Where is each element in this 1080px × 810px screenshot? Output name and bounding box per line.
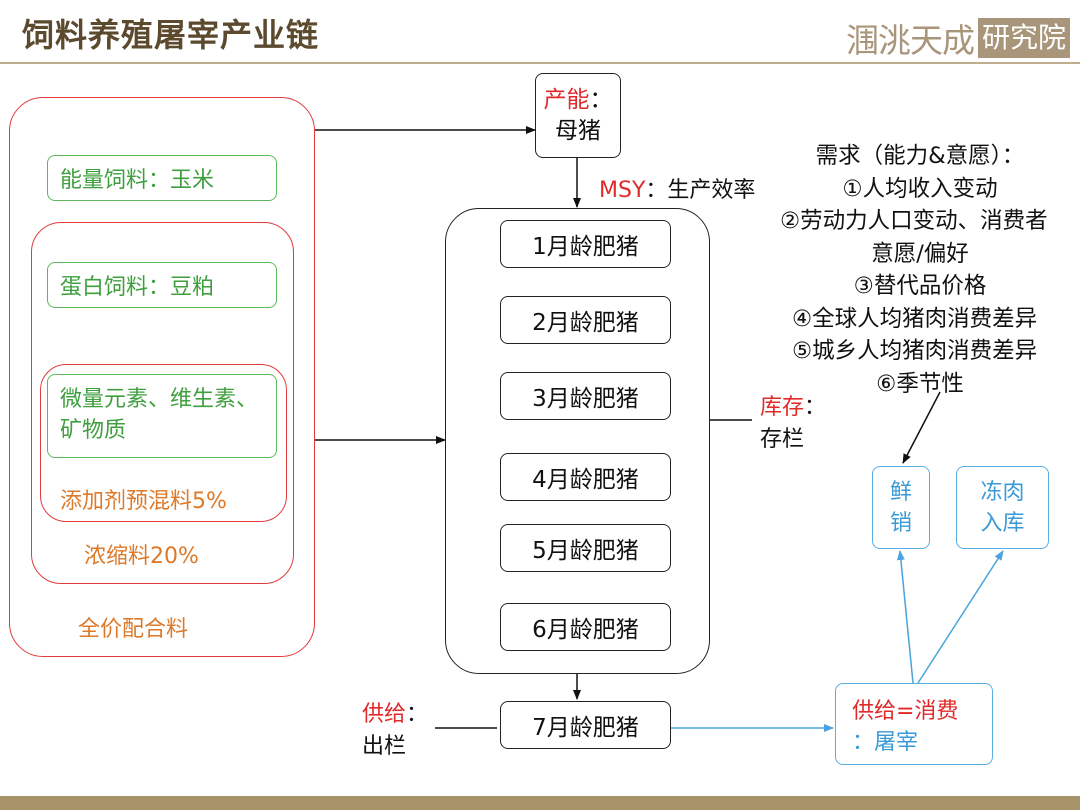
demand-item-4: ④全球人均猪肉消费差异 — [792, 305, 1038, 332]
demand-item-5: ⑤城乡人均猪肉消费差异 — [792, 338, 1038, 364]
inventory-value: 存栏 — [760, 427, 805, 452]
arrow-balance-to-fresh — [896, 550, 914, 684]
demand-factors: 需求（能力&意愿）： ①人均收入变动 ②劳动力人口变动、消费者 意愿/偏好 ③替… — [760, 140, 1080, 400]
fresh-line1: 鲜 — [889, 479, 912, 505]
premix-box — [40, 364, 287, 522]
capacity-value: 母猪 — [555, 117, 601, 144]
frozen-storage-box: 冻肉 入库 — [956, 466, 1049, 549]
footer-bar — [0, 796, 1080, 810]
inventory-text: 库存： 存栏 — [760, 392, 826, 456]
concentrate-label: 浓缩料20% — [84, 544, 199, 569]
capacity-box: 产能： 母猪 — [535, 73, 621, 158]
capacity-line: 产能： — [544, 85, 613, 116]
msy-label: MSY — [599, 178, 646, 203]
complete-feed-box — [9, 97, 315, 657]
concentrate-box — [31, 222, 294, 584]
supply-line: 供给： — [362, 699, 428, 731]
inventory-label: 库存 — [760, 395, 805, 420]
premix-label: 添加剂预混料5% — [60, 489, 227, 514]
balance-line2: ：屠宰 — [852, 730, 919, 755]
micro-elements-box: 微量元素、维生素、矿物质 — [47, 374, 277, 458]
protein-feed-box: 蛋白饲料：豆粕 — [47, 262, 277, 308]
arrow-balance-to-frozen — [917, 550, 1004, 684]
fresh-sale-box: 鲜 销 — [872, 466, 930, 549]
arrow-demand-to-fresh — [902, 391, 941, 464]
supply-value: 出栏 — [362, 734, 407, 759]
pig-stage-4: 4月龄肥猪 — [500, 453, 671, 501]
inventory-colon: ： — [804, 395, 827, 420]
pig-stage-7: 7月龄肥猪 — [500, 701, 671, 749]
capacity-label: 产能 — [543, 86, 590, 113]
inventory-line: 库存： — [760, 392, 826, 424]
complete-feed-label: 全价配合料 — [78, 617, 189, 642]
supply-colon: ： — [406, 702, 429, 727]
demand-item-2b: 意愿/偏好 — [871, 240, 969, 267]
supply-consumption-box: 供给=消费 ：屠宰 — [835, 683, 993, 765]
header-divider — [0, 62, 1080, 64]
msy-desc: ：生产效率 — [645, 178, 756, 203]
fresh-line2: 销 — [889, 510, 912, 536]
demand-item-6: ⑥季节性 — [876, 370, 964, 397]
pig-stage-2: 2月龄肥猪 — [500, 296, 671, 344]
demand-item-1: ①人均收入变动 — [842, 175, 998, 202]
balance-line1: 供给=消费 — [852, 699, 959, 724]
pig-stage-3: 3月龄肥猪 — [500, 372, 671, 420]
energy-feed-box: 能量饲料：玉米 — [47, 155, 277, 201]
pig-stage-5: 5月龄肥猪 — [500, 524, 671, 572]
page-title: 饲料养殖屠宰产业链 — [22, 16, 320, 54]
demand-title: 需求（能力&意愿）： — [815, 143, 1025, 169]
frozen-line1: 冻肉 — [980, 479, 1025, 505]
demand-item-3: ③替代品价格 — [853, 273, 987, 299]
capacity-colon: ： — [589, 86, 613, 113]
msy-text: MSY：生产效率 — [599, 172, 755, 204]
pig-stage-1: 1月龄肥猪 — [500, 220, 671, 268]
supply-text: 供给： 出栏 — [362, 699, 428, 763]
frozen-line2: 入库 — [980, 510, 1025, 536]
brand-logo: 涠洮天成 研究院 — [846, 14, 1070, 62]
fattening-stages-box — [445, 208, 710, 674]
logo-badge: 研究院 — [977, 18, 1070, 58]
logo-text: 涠洮天成 — [845, 21, 975, 60]
supply-label: 供给 — [362, 702, 407, 727]
demand-item-2: ②劳动力人口变动、消费者 — [780, 208, 1048, 234]
pig-stage-6: 6月龄肥猪 — [500, 603, 671, 651]
